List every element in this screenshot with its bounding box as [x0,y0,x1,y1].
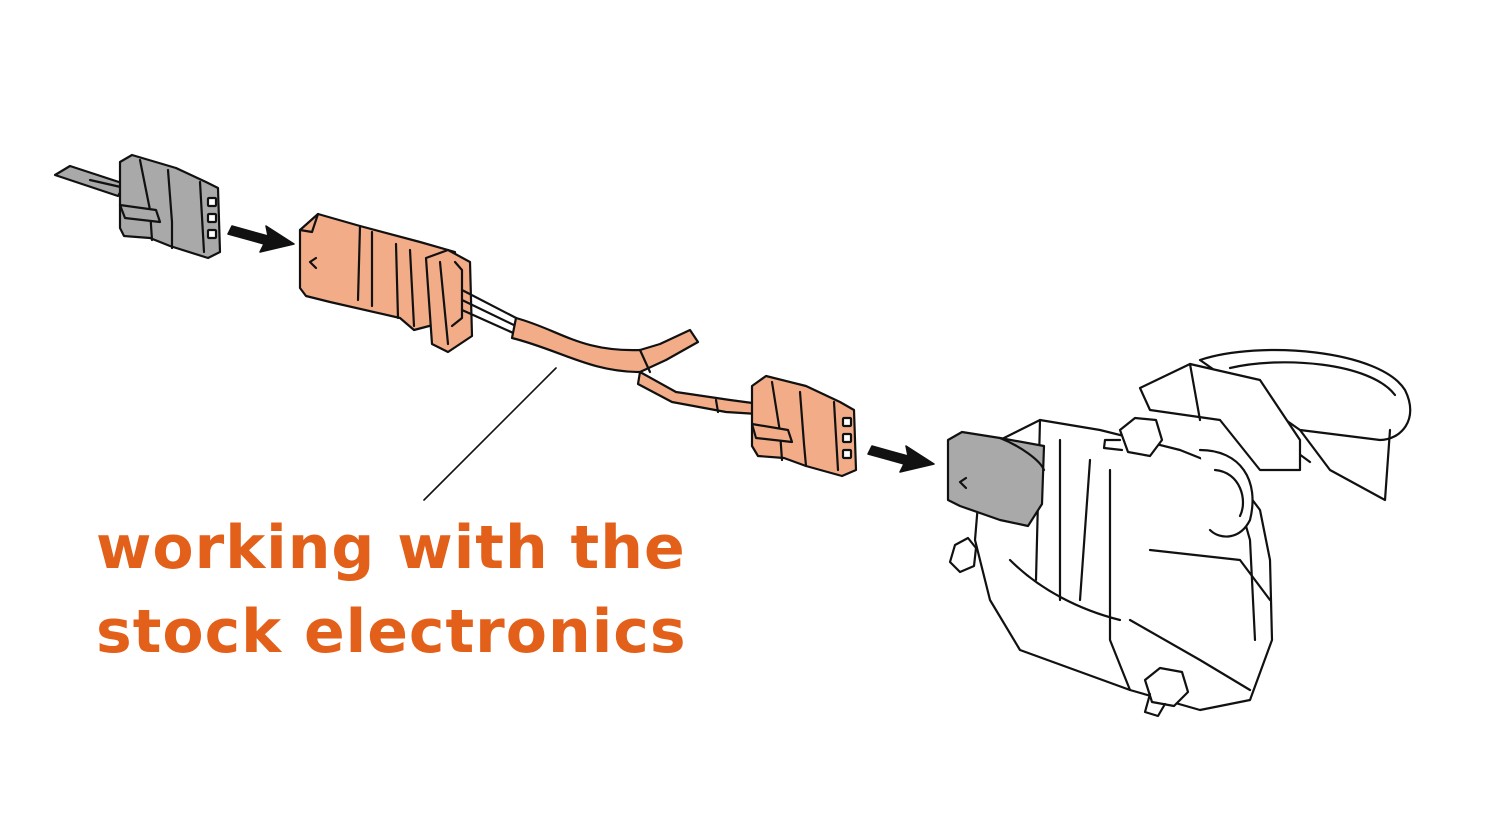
throttle-body [946,348,1412,718]
arrow-right-icon [867,445,935,473]
arrow-right-icon [227,225,295,253]
adapter-output-connector [750,374,858,478]
leader-line [423,367,557,501]
caption-line-1: working with the [96,513,686,583]
adapter-connector-housing [298,212,522,354]
stock-female-connector [118,153,222,260]
adapter-cable [510,316,762,416]
caption-line-2: stock electronics [96,597,687,667]
stock-harness-wire [53,164,127,198]
caption: working with the stock electronics [96,506,687,674]
